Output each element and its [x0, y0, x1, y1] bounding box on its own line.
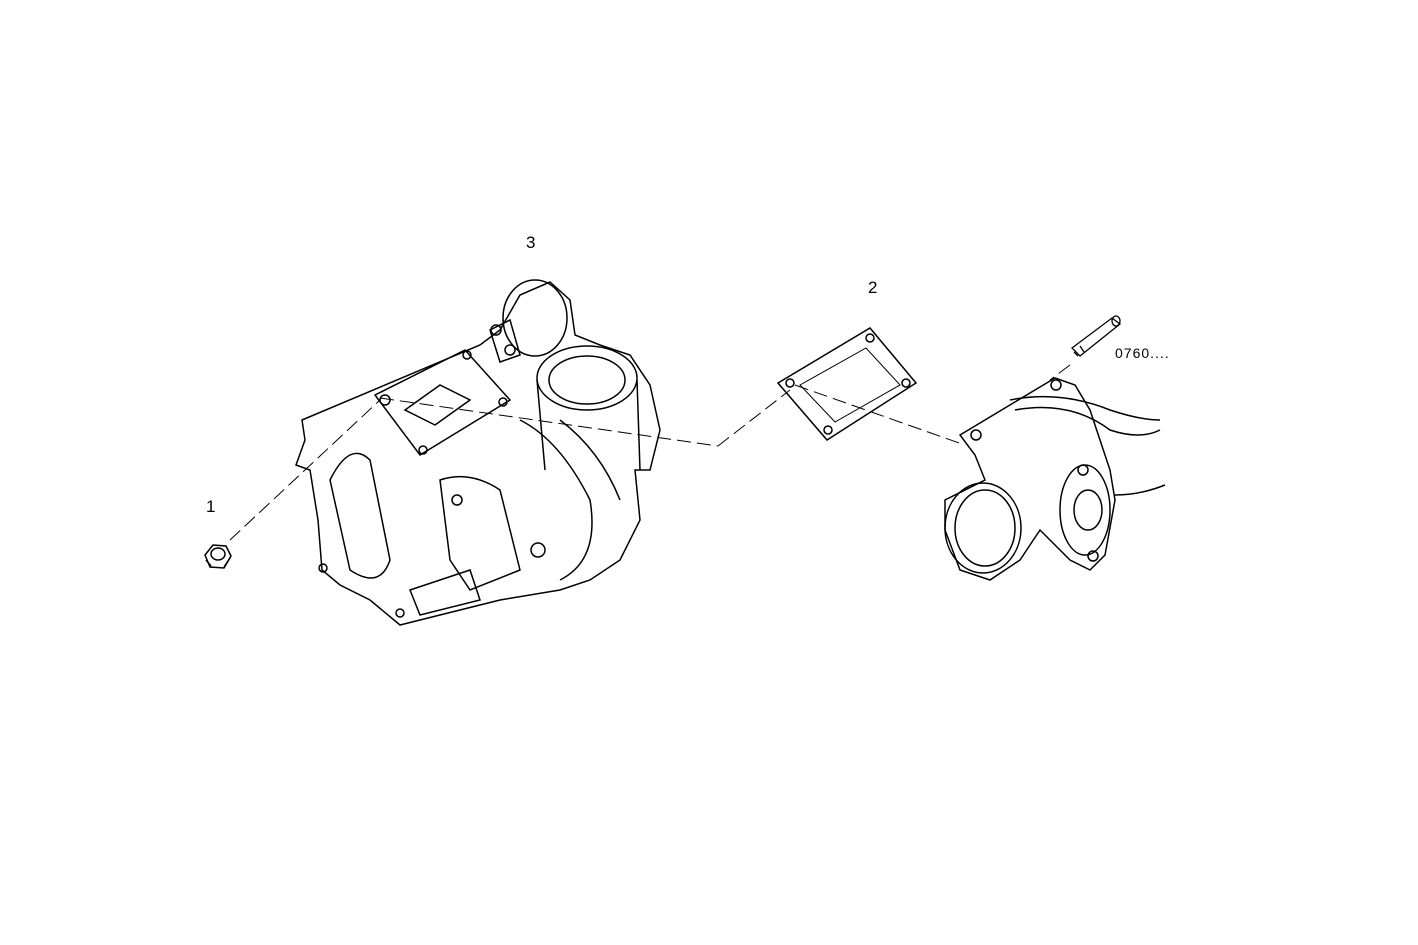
callout-3: 3	[526, 233, 536, 252]
callout-2: 2	[868, 278, 878, 297]
part-2-gasket[interactable]	[776, 327, 918, 441]
assembly-lines	[229, 364, 1071, 541]
exhaust-manifold	[944, 377, 1166, 581]
reference-code: 0760....	[1115, 345, 1170, 361]
part-1-nut[interactable]	[204, 544, 232, 569]
part-3-turbocharger[interactable]	[295, 279, 661, 626]
callout-1: 1	[206, 497, 216, 516]
stud-bolt	[1071, 315, 1122, 357]
